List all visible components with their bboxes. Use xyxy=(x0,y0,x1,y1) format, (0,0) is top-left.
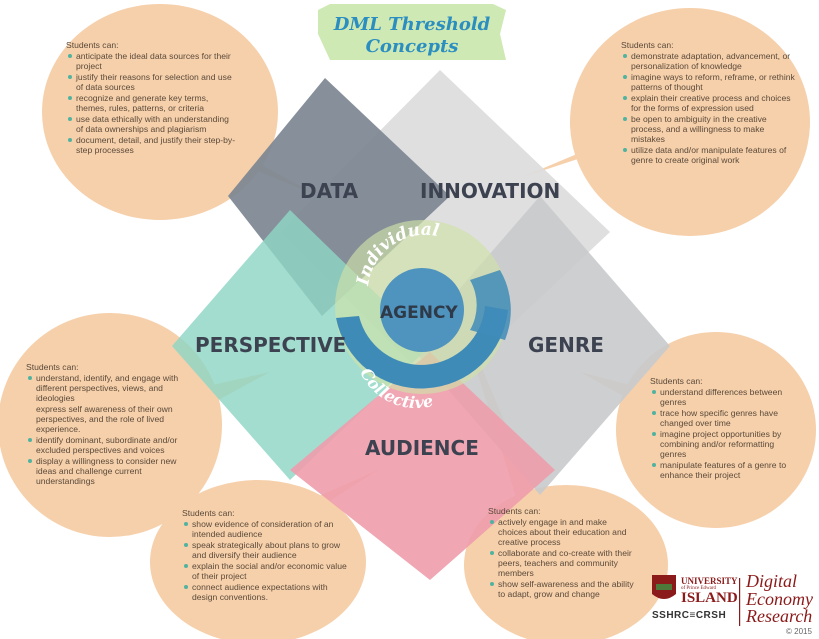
label-audience: AUDIENCE xyxy=(365,436,479,460)
blob-audience-text: Students can: show evidence of considera… xyxy=(182,508,352,603)
blob-genre-list: understand differences between genres tr… xyxy=(650,387,800,480)
blob-innovation-text: Students can: demonstrate adaptation, ad… xyxy=(621,40,799,166)
list-item: utilize data and/or manipulate features … xyxy=(623,145,799,165)
list-item: manipulate features of a genre to enhanc… xyxy=(652,460,800,480)
logo-divider xyxy=(739,578,741,626)
title-banner xyxy=(318,4,506,60)
list-item: identify dominant, subordinate and/or ex… xyxy=(28,435,198,455)
label-data: DATA xyxy=(300,179,359,203)
blob-agency-text: Students can: actively engage in and mak… xyxy=(488,506,638,600)
diamond-perspective xyxy=(172,210,430,480)
label-genre: GENRE xyxy=(528,333,604,357)
agency-arc-tail xyxy=(470,270,511,340)
list-item: show self-awareness and the ability to a… xyxy=(490,579,638,599)
label-agency: AGENCY xyxy=(380,303,458,323)
list-item: show evidence of consideration of an int… xyxy=(184,519,352,539)
upei-crest-icon xyxy=(652,575,676,599)
list-item: collaborate and co-create with their pee… xyxy=(490,548,638,578)
blob-genre-text: Students can: understand differences bet… xyxy=(650,376,800,481)
blob-agency-heading: Students can: xyxy=(488,506,541,516)
list-item: use data ethically with an understanding… xyxy=(68,114,238,134)
list-item: explain their creative process and choic… xyxy=(623,93,799,113)
der-line1: Digital xyxy=(746,571,798,591)
diamond-audience xyxy=(290,352,555,580)
list-item: anticipate the ideal data sources for th… xyxy=(68,51,238,71)
list-item: imagine project opportunities by combini… xyxy=(652,429,800,459)
blob-audience-heading: Students can: xyxy=(182,508,235,518)
blob-agency-list: actively engage in and make choices abou… xyxy=(488,517,638,599)
blob-perspective-list: understand, identify, and engage with di… xyxy=(26,373,198,486)
blob-perspective-text: Students can: understand, identify, and … xyxy=(26,362,198,487)
blob-innovation-list: demonstrate adaptation, advancement, or … xyxy=(621,51,799,165)
blob-innovation-heading: Students can: xyxy=(621,40,674,50)
blob-data-heading: Students can: xyxy=(66,40,119,50)
list-item: recognize and generate key terms, themes… xyxy=(68,93,238,113)
list-item: be open to ambiguity in the creative pro… xyxy=(623,114,799,144)
agency-core xyxy=(380,268,464,352)
list-item: demonstrate adaptation, advancement, or … xyxy=(623,51,799,71)
blob-data-list: anticipate the ideal data sources for th… xyxy=(66,51,238,155)
blob-data-text: Students can: anticipate the ideal data … xyxy=(66,40,238,156)
der-line3: Research xyxy=(746,606,813,626)
sshrc-logo: SSHRC≡CRSH xyxy=(652,610,727,621)
list-item: express self awareness of their own pers… xyxy=(36,404,173,434)
list-item: actively engage in and make choices abou… xyxy=(490,517,638,547)
title-line1: DML Threshold xyxy=(333,14,491,35)
list-item: justify their reasons for selection and … xyxy=(68,72,238,92)
list-item: connect audience expectations with desig… xyxy=(184,582,352,602)
der-line2: Economy xyxy=(746,589,813,609)
list-item: speak strategically about plans to grow … xyxy=(184,540,352,560)
blob-genre-heading: Students can: xyxy=(650,376,703,386)
title-line2: Concepts xyxy=(366,36,459,57)
label-perspective: PERSPECTIVE xyxy=(195,333,346,357)
upei-line2: of Prince Edward xyxy=(681,586,716,591)
upei-line3: ISLAND xyxy=(681,590,738,606)
list-item: imagine ways to reform, reframe, or reth… xyxy=(623,72,799,92)
list-item: display a willingness to consider new id… xyxy=(28,456,198,486)
blob-audience-list: show evidence of consideration of an int… xyxy=(182,519,352,602)
list-item: explain the social and/or economic value… xyxy=(184,561,352,581)
label-innovation: INNOVATION xyxy=(420,179,560,203)
list-item: understand differences between genres xyxy=(652,387,800,407)
list-item: trace how specific genres have changed o… xyxy=(652,408,800,428)
upei-line1: UNIVERSITY xyxy=(681,576,738,586)
copyright: © 2015 xyxy=(786,627,812,636)
list-item: understand, identify, and engage with di… xyxy=(28,373,198,403)
ring-collective xyxy=(336,306,508,389)
list-item: document, detail, and justify their step… xyxy=(68,135,238,155)
blob-perspective-heading: Students can: xyxy=(26,362,79,372)
